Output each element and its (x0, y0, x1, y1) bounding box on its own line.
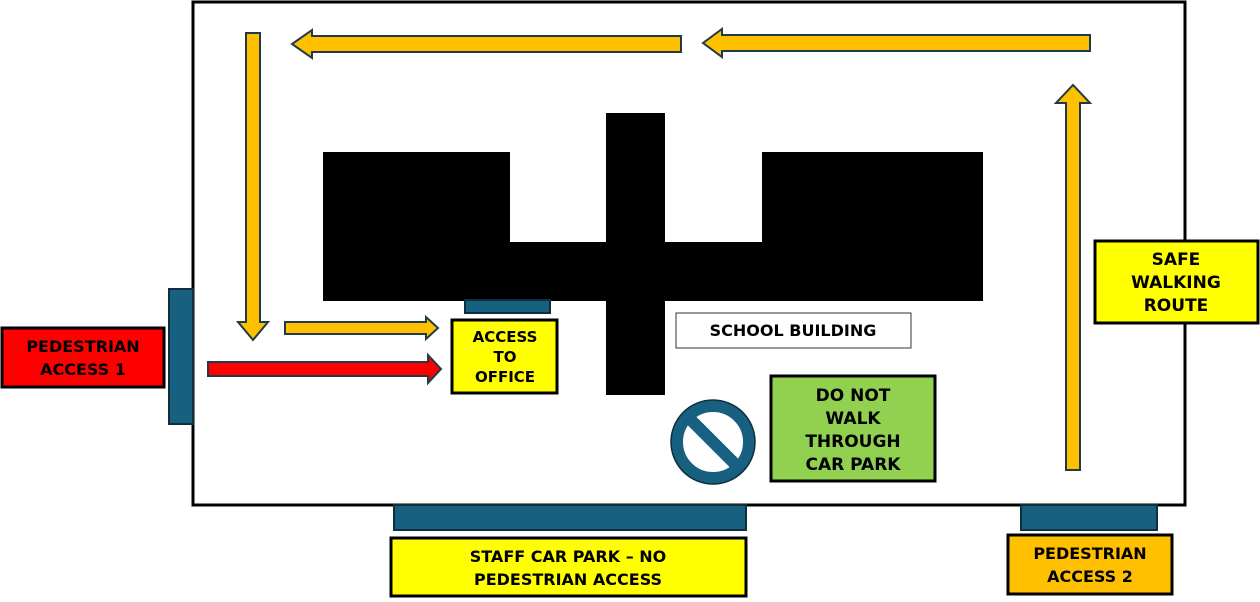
svg-text:PEDESTRIAN: PEDESTRIAN (1033, 544, 1146, 563)
route-arrow-top-right (701, 27, 1091, 59)
svg-text:PEDESTRIAN ACCESS: PEDESTRIAN ACCESS (474, 570, 662, 589)
svg-text:SAFE: SAFE (1152, 250, 1201, 270)
pedestrian-access-2-label: PEDESTRIAN ACCESS 2 (1006, 533, 1174, 596)
pedestrian-gate-1 (168, 288, 194, 425)
route-arrow-down (235, 32, 271, 342)
pedestrian-access-1-label: PEDESTRIAN ACCESS 1 (0, 326, 166, 389)
svg-text:ACCESS 2: ACCESS 2 (1047, 567, 1133, 586)
svg-text:THROUGH: THROUGH (805, 432, 900, 452)
access-to-office-label: ACCESS TO OFFICE (450, 318, 559, 395)
office-door (464, 299, 551, 314)
pedestrian-gate-2 (1020, 504, 1158, 531)
svg-text:TO: TO (494, 348, 517, 366)
route-arrow-top-left (290, 28, 682, 60)
svg-text:ACCESS 1: ACCESS 1 (40, 360, 126, 379)
staff-car-park-label: STAFF CAR PARK – NO PEDESTRIAN ACCESS (389, 536, 748, 598)
safe-walking-route-label: SAFE WALKING ROUTE (1093, 239, 1260, 325)
route-arrow-up (1053, 83, 1093, 471)
school-building (323, 113, 983, 395)
school-building-label: SCHOOL BUILDING (675, 312, 912, 349)
prohibited-icon (670, 399, 756, 485)
do-not-walk-label: DO NOT WALK THROUGH CAR PARK (769, 374, 937, 483)
svg-text:ACCESS: ACCESS (473, 328, 538, 346)
svg-text:DO NOT: DO NOT (816, 386, 891, 406)
car-park-gate (393, 504, 747, 531)
route-arrow-to-office (284, 314, 440, 342)
svg-text:STAFF CAR PARK – NO: STAFF CAR PARK – NO (470, 547, 667, 566)
svg-text:WALKING: WALKING (1131, 273, 1221, 293)
access-arrow-red (207, 352, 443, 386)
svg-text:WALK: WALK (825, 409, 881, 429)
svg-text:PEDESTRIAN: PEDESTRIAN (26, 337, 139, 356)
svg-text:OFFICE: OFFICE (475, 368, 535, 386)
svg-text:CAR PARK: CAR PARK (806, 455, 902, 475)
svg-text:ROUTE: ROUTE (1144, 296, 1209, 316)
svg-text:SCHOOL BUILDING: SCHOOL BUILDING (710, 321, 877, 340)
